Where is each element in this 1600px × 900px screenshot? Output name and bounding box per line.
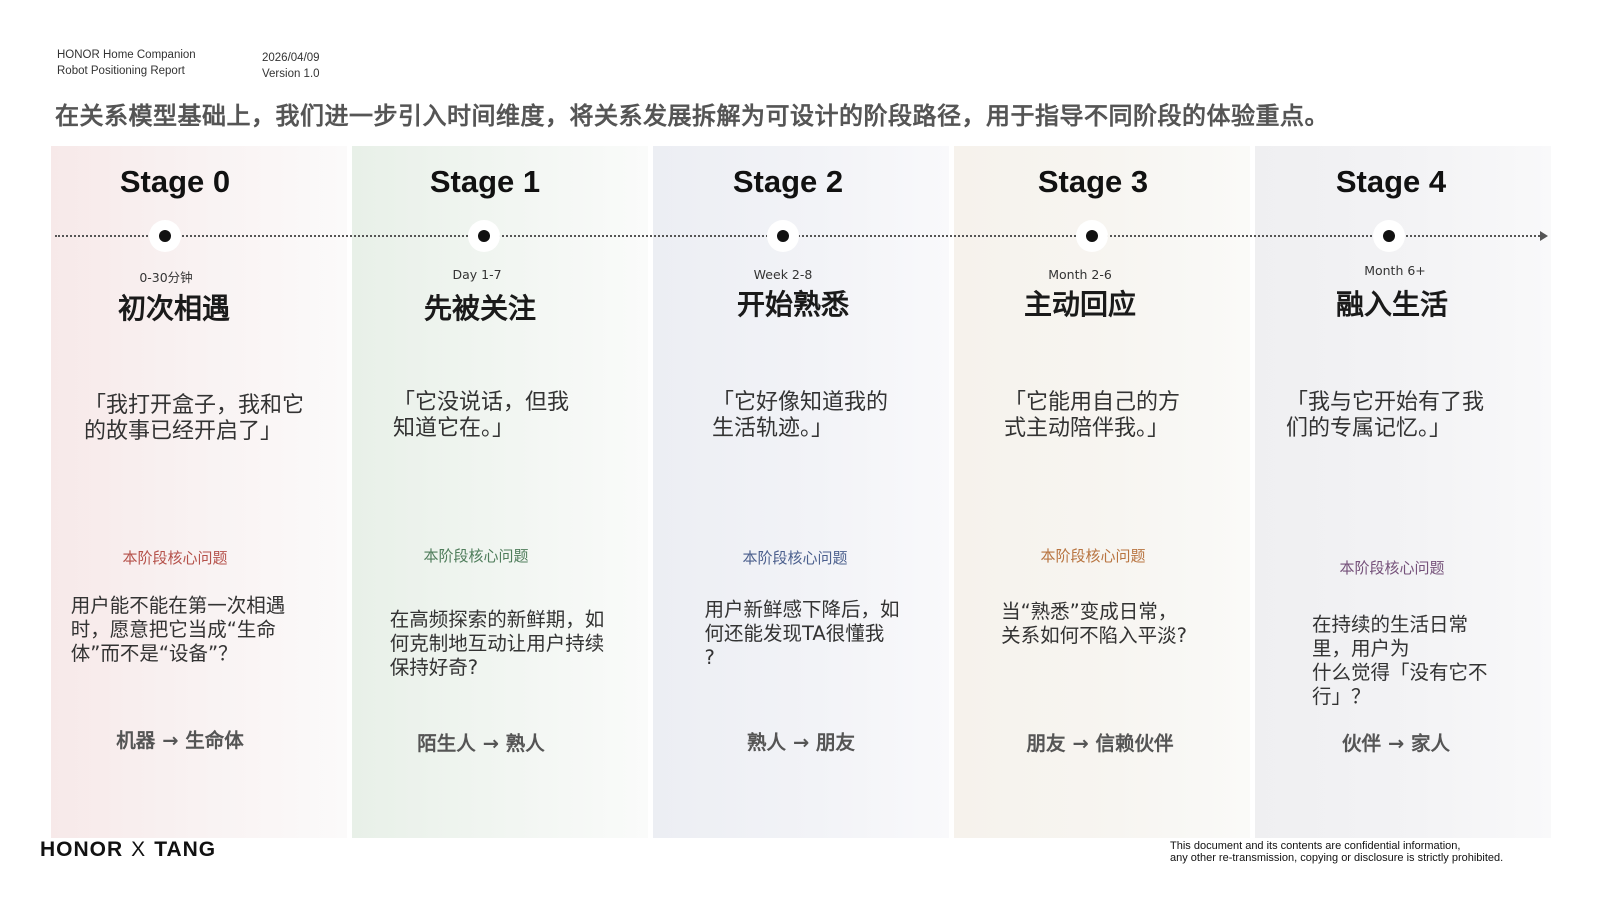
relationship-transition: 陌生人 → 熟人: [417, 732, 545, 755]
stage-name: 主动回应: [1023, 288, 1137, 321]
stage-panel-0: [51, 146, 347, 838]
stage-quote: 「我打开盒子，我和它 的故事已经开启了」: [83, 393, 305, 444]
stage-label: Stage 2: [732, 164, 844, 199]
core-question: 在高频探索的新鲜期，如 何克制地互动让用户持续 保持好奇?: [389, 608, 605, 679]
stage-name: 先被关注: [423, 292, 537, 325]
timeline-arrow-icon: [1540, 231, 1548, 241]
headline: 在关系模型基础上，我们进一步引入时间维度，将关系发展拆解为可设计的阶段路径，用于…: [55, 102, 1329, 130]
stage-name: 开始熟悉: [736, 288, 850, 321]
stage-name: 融入生活: [1335, 288, 1449, 321]
relationship-transition: 伙伴 → 家人: [1342, 732, 1450, 755]
timeline-dot-stage-0: [149, 220, 181, 252]
stage-time-label: Month 2-6: [1048, 267, 1112, 282]
relationship-transition: 朋友 → 信赖伙伴: [1026, 732, 1174, 755]
document-meta: 2026/04/09 Version 1.0: [262, 50, 320, 82]
core-question: 在持续的生活日常里，用户为 什么觉得「没有它不行」？: [1312, 613, 1488, 708]
timeline-dot-stage-1: [468, 220, 500, 252]
stage-quote: 「它好像知道我的 生活轨迹。」: [711, 390, 889, 441]
core-question-label: 本阶段核心问题: [122, 549, 228, 567]
relationship-transition: 熟人 → 朋友: [747, 731, 855, 754]
stage-label: Stage 1: [429, 164, 541, 199]
timeline-dot-stage-3: [1076, 220, 1108, 252]
stage-quote: 「它没说话，但我 知道它在。」: [392, 390, 570, 441]
stage-time-label: Day 1-7: [452, 267, 502, 282]
document-title-line1: HONOR Home Companion: [57, 49, 196, 61]
document-title: HONOR Home Companion Robot Positioning R…: [57, 47, 196, 79]
honor-logo-text: HONOR: [40, 838, 124, 861]
core-question-label: 本阶段核心问题: [1040, 547, 1146, 565]
timeline-dot-stage-4: [1373, 220, 1405, 252]
stage-label: Stage 4: [1335, 164, 1447, 199]
timeline-dot-stage-2: [767, 220, 799, 252]
document-version: Version 1.0: [262, 68, 320, 80]
stage-quote: 「它能用自己的方 式主动陪伴我。」: [1003, 390, 1181, 441]
document-date: 2026/04/09: [262, 52, 320, 64]
core-question-label: 本阶段核心问题: [742, 549, 848, 567]
stage-label: Stage 0: [119, 164, 231, 199]
core-question-label: 本阶段核心问题: [1339, 559, 1445, 577]
stage-time-label: Month 6+: [1364, 263, 1426, 278]
stage-time-label: Week 2-8: [753, 267, 813, 282]
stage-panel-4: [1255, 146, 1551, 838]
stage-panel-1: [352, 146, 648, 838]
stage-panel-2: [653, 146, 949, 838]
stage-time-label: 0-30分钟: [139, 270, 193, 285]
stage-panel-3: [954, 146, 1250, 838]
confidential-notice: This document and its contents are confi…: [1170, 840, 1504, 864]
timeline-line: [55, 235, 1543, 237]
relationship-transition: 机器 → 生命体: [116, 729, 244, 752]
stage-quote: 「我与它开始有了我 们的专属记忆。」: [1285, 390, 1485, 441]
stage-name: 初次相遇: [117, 292, 231, 325]
tang-logo-text: TANG: [154, 838, 217, 861]
core-question: 当“熟悉”变成日常， 关系如何不陷入平淡?: [1001, 600, 1187, 647]
brand-logo: HONOR X TANG: [40, 838, 216, 862]
stage-label: Stage 3: [1037, 164, 1149, 199]
collab-x: X: [131, 838, 147, 861]
core-question: 用户能不能在第一次相遇 时，愿意把它当成“生命 体”而不是“设备”？: [70, 594, 286, 665]
core-question: 用户新鲜感下降后，如 何还能发现TA很懂我 ?: [704, 598, 900, 669]
core-question-label: 本阶段核心问题: [423, 547, 529, 565]
document-title-line2: Robot Positioning Report: [57, 65, 185, 77]
